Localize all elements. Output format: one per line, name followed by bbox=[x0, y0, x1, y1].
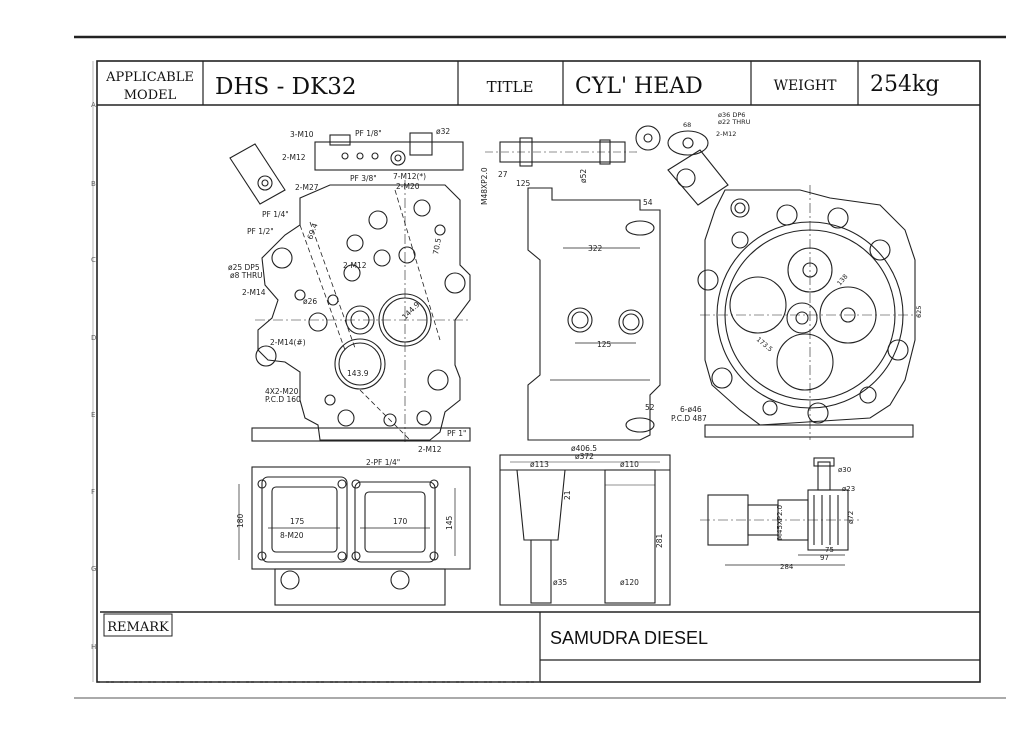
dim-label: 7-M12(*) bbox=[393, 172, 426, 181]
front-view bbox=[229, 132, 471, 445]
applicable-model-label-2: MODEL bbox=[124, 88, 177, 103]
dim-label: 2-M12 bbox=[343, 261, 367, 270]
zone-letter: D bbox=[91, 334, 96, 342]
applicable-model-label: APPLICABLE bbox=[105, 70, 194, 85]
dim-label: 70.5 bbox=[431, 237, 443, 255]
dim-label: ø22 THRU bbox=[718, 118, 751, 126]
dim-label: 2-PF 1/4" bbox=[366, 458, 400, 467]
title-label: TITLE bbox=[487, 78, 534, 96]
dim-label: 173.5 bbox=[755, 335, 774, 353]
dim-label: 2-M14(#) bbox=[270, 338, 306, 347]
top-view bbox=[238, 466, 471, 606]
dim-label: 143.9 bbox=[347, 369, 369, 378]
dim-label: 145 bbox=[445, 515, 454, 530]
dim-label: ø36 DP6 bbox=[718, 111, 745, 119]
dim-label: ø113 bbox=[530, 460, 549, 469]
dim-label: ø25 DP5 bbox=[228, 263, 260, 272]
side-view bbox=[485, 137, 661, 441]
dim-label: PF 1" bbox=[447, 429, 466, 438]
dim-label: ø23 bbox=[842, 485, 855, 493]
dim-label: ø52 bbox=[579, 169, 588, 183]
zone-letter: C bbox=[91, 256, 96, 264]
dim-label: 2-M12 bbox=[716, 130, 736, 138]
dim-label: ø72 bbox=[847, 511, 855, 524]
dim-label: 2-M14 bbox=[242, 288, 266, 297]
dim-label: 69.4 bbox=[305, 222, 319, 241]
dim-label: M48XP2.0 bbox=[480, 167, 489, 205]
dim-label: PF 1/8" bbox=[355, 129, 382, 138]
valve-view-labels: ø30 ø23 ø72 M45XP2.0 75 97 284 bbox=[776, 466, 855, 571]
title-block bbox=[97, 61, 980, 106]
model-value: DHS - DK32 bbox=[215, 74, 357, 100]
dim-label: ø372 bbox=[575, 452, 594, 461]
side-view-labels: M48XP2.0 27 125 ø52 54 322 125 52 bbox=[480, 167, 655, 412]
section-view-labels: ø406.5 ø372 ø113 ø110 21 ø35 ø120 281 bbox=[530, 444, 664, 587]
dim-label: 125 bbox=[597, 340, 612, 349]
dim-label: ø110 bbox=[620, 460, 639, 469]
front-view-labels: 3-M10 PF 1/8" ø32 2-M12 PF 3/8" 7-M12(*)… bbox=[228, 127, 466, 454]
dim-label: ø30 bbox=[838, 466, 851, 474]
zone-letter: B bbox=[91, 180, 96, 188]
top-view-labels: 2-PF 1/4" 180 175 8-M20 170 145 bbox=[236, 458, 454, 540]
dim-label: 2-M12 bbox=[282, 153, 306, 162]
dim-label: 27 bbox=[498, 170, 508, 179]
dim-label: 75 bbox=[825, 546, 834, 554]
zone-letter: H bbox=[91, 643, 96, 651]
title-value: CYL' HEAD bbox=[575, 74, 703, 99]
dim-label: M45XP2.0 bbox=[776, 505, 784, 540]
zone-letter: G bbox=[91, 565, 96, 573]
dim-label: ø406.5 bbox=[571, 444, 597, 453]
zone-letter: E bbox=[91, 411, 95, 419]
zone-letter: F bbox=[91, 488, 95, 496]
dim-label: ø120 bbox=[620, 578, 639, 587]
company-name: SAMUDRA DIESEL bbox=[550, 628, 708, 648]
dim-label: 8-M20 bbox=[280, 531, 304, 540]
bottom-view bbox=[635, 125, 920, 440]
section-view bbox=[499, 454, 671, 606]
zone-letter: A bbox=[91, 101, 96, 109]
dim-label: 125 bbox=[516, 179, 531, 188]
bottom-view-labels: ø36 DP6 ø22 THRU 2-M12 68 6-ø46 P.C.D 48… bbox=[671, 111, 923, 423]
dim-label: PF 3/8" bbox=[350, 174, 377, 183]
dim-label: P.C.D 160 bbox=[265, 395, 301, 404]
dim-label: 21 bbox=[563, 490, 572, 500]
dim-label: 54 bbox=[643, 198, 653, 207]
dim-label: PF 1/2" bbox=[247, 227, 274, 236]
dim-label: 625 bbox=[915, 306, 923, 318]
dim-label: 3-M10 bbox=[290, 130, 314, 139]
dim-label: 2-M27 bbox=[295, 183, 319, 192]
dim-label: 281 bbox=[655, 533, 664, 548]
dim-label: 4X2-M20 bbox=[265, 387, 299, 396]
weight-label: WEIGHT bbox=[774, 78, 838, 94]
dim-label: ø32 bbox=[436, 127, 450, 136]
drawing-frame bbox=[96, 60, 981, 683]
dim-label: 52 bbox=[645, 403, 655, 412]
dim-label: 322 bbox=[588, 244, 603, 253]
footer-block bbox=[100, 611, 980, 683]
dim-label: 180 bbox=[236, 513, 245, 528]
dim-label: 68 bbox=[683, 121, 691, 129]
dim-label: 2-M20 bbox=[396, 182, 420, 191]
dim-label: 138 bbox=[835, 273, 849, 288]
dim-label: ø8 THRU bbox=[230, 271, 263, 280]
dim-label: 6-ø46 bbox=[680, 405, 702, 414]
dim-label: 284 bbox=[780, 563, 794, 571]
dim-label: PF 1/4" bbox=[262, 210, 289, 219]
dim-label: P.C.D 487 bbox=[671, 414, 707, 423]
dim-label: ø35 bbox=[553, 578, 567, 587]
remark-label: REMARK bbox=[107, 620, 169, 635]
zone-letters: A B C D E F G H bbox=[91, 101, 96, 651]
dim-label: 170 bbox=[393, 517, 408, 526]
weight-value: 254kg bbox=[870, 72, 939, 97]
dim-label: 175 bbox=[290, 517, 305, 526]
valve-view bbox=[700, 457, 860, 566]
dim-label: 97 bbox=[820, 554, 829, 562]
dim-label: 2-M12 bbox=[418, 445, 442, 454]
dim-label: ø26 bbox=[303, 297, 317, 306]
